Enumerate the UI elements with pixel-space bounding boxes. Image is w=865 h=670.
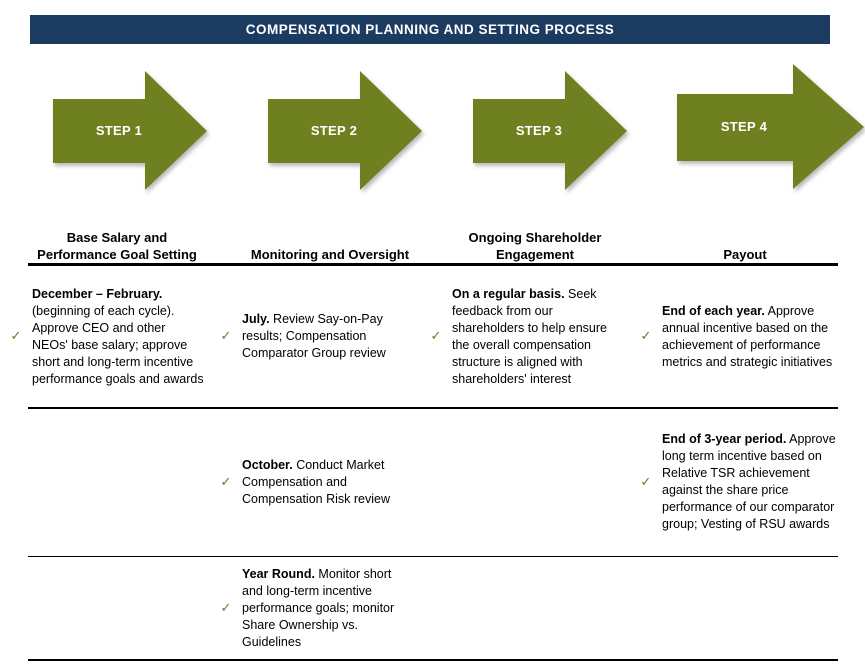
- header-line: Payout: [723, 246, 767, 262]
- right-arrow-shape: [677, 64, 864, 189]
- process-row-1: ✓ December – February. (beginning of eac…: [0, 265, 865, 408]
- right-arrow-shape: [268, 71, 422, 190]
- task-cell: ✓ December – February. (beginning of eac…: [6, 265, 204, 408]
- task-lead-in: July.: [242, 312, 270, 326]
- header-line: Base Salary and: [66, 230, 168, 245]
- step-label-3: STEP 3: [516, 123, 562, 138]
- task-lead-in: Year Round.: [242, 566, 315, 581]
- task-text: End of 3-year period. Approve long term …: [662, 431, 839, 533]
- step-arrow-2: STEP 2: [268, 71, 422, 190]
- task-text: July. Review Say-on-Pay results; Compens…: [242, 311, 412, 362]
- check-icon: ✓: [220, 329, 232, 344]
- row-divider: [28, 407, 838, 409]
- bottom-border: [28, 659, 838, 661]
- task-cell: ✓ Year Round. Monitor short and long-ter…: [216, 557, 412, 659]
- task-cell: ✓ On a regular basis. Seek feedback from…: [426, 265, 624, 408]
- right-arrow-shape: [473, 71, 627, 190]
- task-text: Year Round. Monitor short and long-term …: [242, 566, 412, 651]
- header-line: Monitoring and Oversight: [250, 246, 410, 262]
- task-cell: ✓ End of 3-year period. Approve long ter…: [636, 408, 839, 556]
- task-cell: ✓ July. Review Say-on-Pay results; Compe…: [216, 265, 412, 408]
- task-text: October. Conduct Market Compensation and…: [242, 457, 412, 508]
- task-detail: Review Say-on-Pay results; Compensation …: [242, 312, 386, 360]
- task-detail: Conduct Market Compensation and Compensa…: [242, 457, 390, 506]
- task-detail: Approve long term incentive based on Rel…: [662, 432, 836, 531]
- page-title: COMPENSATION PLANNING AND SETTING PROCES…: [245, 22, 615, 37]
- process-row-2: ✓ October. Conduct Market Compensation a…: [0, 408, 865, 556]
- row-divider: [28, 555, 838, 557]
- step-label-4: STEP 4: [721, 119, 768, 134]
- header-line: Performance Goal Setting: [37, 246, 197, 262]
- task-lead-in: End of each year.: [662, 303, 765, 318]
- task-detail: Seek feedback from our shareholders to h…: [452, 286, 607, 386]
- step-arrow-3: STEP 3: [473, 71, 627, 190]
- check-icon: ✓: [640, 329, 652, 344]
- task-detail: Approve annual incentive based on the ac…: [662, 303, 833, 369]
- process-row-3: ✓ Year Round. Monitor short and long-ter…: [0, 557, 865, 659]
- task-lead-in: October.: [242, 457, 293, 472]
- header-line: Engagement: [495, 246, 574, 262]
- task-lead-in: On a regular basis.: [452, 286, 565, 301]
- task-cell: ✓ End of each year. Approve annual incen…: [636, 265, 839, 408]
- task-text: End of each year. Approve annual incenti…: [662, 303, 839, 371]
- task-detail: (beginning of each cycle). Approve CEO a…: [32, 303, 204, 386]
- column-header-shareholder: Ongoing Shareholder Engagement: [430, 216, 640, 263]
- check-icon: ✓: [220, 600, 232, 616]
- check-icon: ✓: [640, 474, 652, 490]
- check-icon: ✓: [220, 474, 232, 490]
- step-arrow-1: STEP 1: [53, 71, 207, 190]
- column-header-base-salary: Base Salary and Performance Goal Setting: [22, 216, 212, 263]
- title-bar: COMPENSATION PLANNING AND SETTING PROCES…: [30, 15, 830, 44]
- column-header-monitoring: Monitoring and Oversight: [225, 216, 435, 263]
- task-text: December – February. (beginning of each …: [32, 286, 204, 388]
- column-header-payout: Payout: [640, 216, 850, 263]
- check-icon: ✓: [10, 329, 22, 344]
- check-icon: ✓: [430, 329, 442, 344]
- step-label-1: STEP 1: [96, 123, 142, 138]
- header-underline: [28, 263, 838, 266]
- step-label-2: STEP 2: [311, 123, 357, 138]
- task-text: On a regular basis. Seek feedback from o…: [452, 286, 624, 388]
- task-lead-in: End of 3-year period.: [662, 432, 787, 446]
- header-line: Ongoing Shareholder: [468, 230, 602, 245]
- task-lead-in: December – February.: [32, 286, 163, 301]
- right-arrow-shape: [53, 71, 207, 190]
- task-cell: ✓ October. Conduct Market Compensation a…: [216, 408, 412, 556]
- task-detail: Monitor short and long-term incentive pe…: [242, 566, 395, 649]
- step-arrow-4: STEP 4: [677, 64, 864, 189]
